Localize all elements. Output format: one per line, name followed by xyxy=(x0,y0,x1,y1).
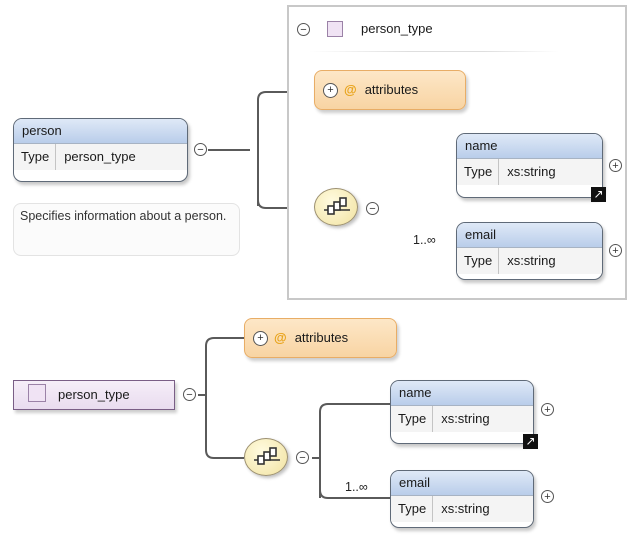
type-value: xs:string xyxy=(507,253,556,268)
attributes-group[interactable]: + @ attributes xyxy=(244,318,397,358)
reference-arrow-icon: ↗ xyxy=(523,434,538,449)
expand-email-toggle[interactable]: + xyxy=(609,244,622,257)
bottom-branch-name xyxy=(319,403,390,498)
attributes-group[interactable]: + @ attributes xyxy=(314,70,466,110)
type-value: xs:string xyxy=(507,164,556,179)
collapse-type-toggle[interactable]: − xyxy=(297,23,310,36)
type-box-separator xyxy=(309,51,559,52)
expand-name-toggle[interactable]: + xyxy=(541,403,554,416)
element-email[interactable]: email Type xs:string xyxy=(456,222,603,280)
sequence-icon xyxy=(324,197,350,215)
element-name[interactable]: name Type xs:string xyxy=(456,133,603,198)
collapse-person-toggle[interactable]: − xyxy=(194,143,207,156)
sequence-compositor[interactable] xyxy=(244,438,288,476)
type-key: Type xyxy=(457,159,500,185)
occurrence-label: 1..∞ xyxy=(345,480,368,494)
element-email[interactable]: email Type xs:string xyxy=(390,470,534,528)
type-key: Type xyxy=(457,248,500,274)
type-key: Type xyxy=(14,144,57,170)
child-name-label: name xyxy=(391,381,533,405)
element-type-row: Type person_type xyxy=(14,143,187,170)
occurrence-label: 1..∞ xyxy=(413,233,436,247)
expand-attributes-toggle[interactable]: + xyxy=(323,83,338,98)
type-box-title: person_type xyxy=(361,21,433,36)
expand-name-toggle[interactable]: + xyxy=(609,159,622,172)
attributes-label: attributes xyxy=(294,330,349,345)
element-name: person xyxy=(14,119,187,143)
child-type-row: Type xs:string xyxy=(391,405,533,432)
child-email-label: email xyxy=(457,223,602,247)
child-type-row: Type xs:string xyxy=(457,247,602,274)
collapse-sequence-toggle[interactable]: − xyxy=(366,202,379,215)
type-value: person_type xyxy=(64,149,136,164)
at-icon: @ xyxy=(274,330,287,345)
collapse-sequence-toggle[interactable]: − xyxy=(296,451,309,464)
element-person[interactable]: person Type person_type xyxy=(13,118,188,182)
bottom-branch-email xyxy=(319,458,390,499)
type-key: Type xyxy=(391,406,434,432)
child-email-label: email xyxy=(391,471,533,495)
type-value: xs:string xyxy=(441,501,490,516)
top-branch-sequence xyxy=(257,150,314,209)
annotation: Specifies information about a person. xyxy=(13,203,240,256)
complex-type-icon xyxy=(327,21,343,37)
expand-attributes-toggle[interactable]: + xyxy=(253,331,268,346)
complex-type-name: person_type xyxy=(58,387,130,402)
element-name[interactable]: name Type xs:string xyxy=(390,380,534,444)
bottom-branch-attributes xyxy=(205,337,244,450)
child-name-label: name xyxy=(457,134,602,158)
bottom-branch-sequence xyxy=(205,395,244,459)
complex-type-chip[interactable]: person_type xyxy=(13,380,175,410)
child-type-row: Type xs:string xyxy=(391,495,533,522)
sequence-compositor[interactable] xyxy=(314,188,358,226)
reference-arrow-icon: ↗ xyxy=(591,187,606,202)
at-icon: @ xyxy=(344,82,357,97)
child-type-row: Type xs:string xyxy=(457,158,602,185)
complex-type-icon xyxy=(28,384,46,402)
top-branch-attributes xyxy=(257,91,314,206)
attributes-label: attributes xyxy=(364,82,419,97)
expand-email-toggle[interactable]: + xyxy=(541,490,554,503)
type-key: Type xyxy=(391,496,434,522)
collapse-complex-type-toggle[interactable]: − xyxy=(183,388,196,401)
type-value: xs:string xyxy=(441,411,490,426)
sequence-icon xyxy=(254,447,280,465)
